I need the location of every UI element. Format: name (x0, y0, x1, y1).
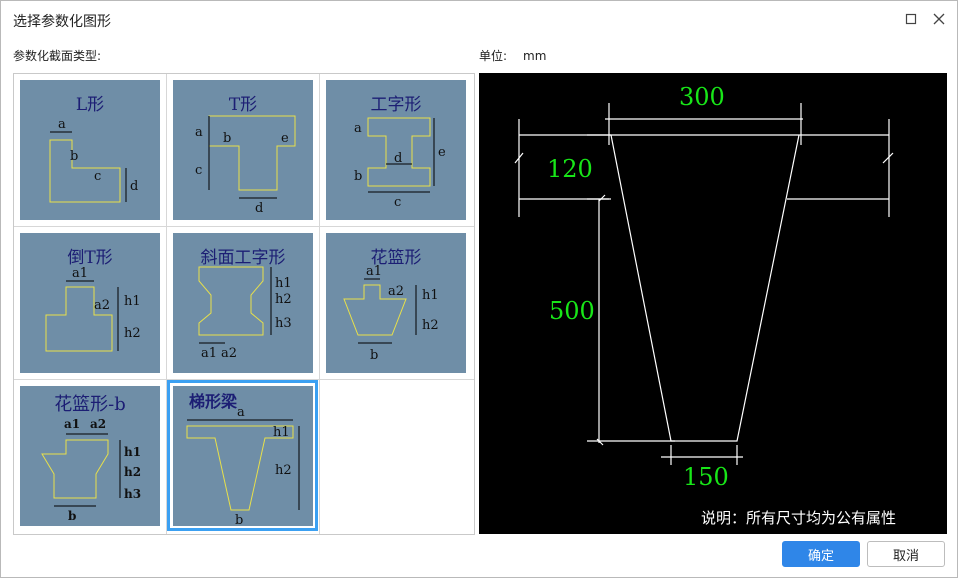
unit-label-text: 单位: (479, 49, 508, 63)
shape-flower-basket-title: 花篮形 (370, 248, 422, 268)
svg-text:a: a (58, 117, 66, 132)
shape-flower-basket-thumbnail: 花篮形 a1 a2 h1 h2 b (326, 233, 466, 373)
shape-l[interactable]: L形 a b c d (14, 74, 165, 225)
svg-text:b: b (68, 509, 76, 523)
svg-text:h3: h3 (275, 316, 292, 331)
svg-text:a1: a1 (201, 346, 217, 361)
ok-button[interactable]: 确定 (782, 541, 860, 567)
close-icon[interactable] (927, 7, 951, 31)
svg-text:e: e (438, 145, 446, 160)
svg-text:c: c (94, 169, 101, 184)
svg-text:a: a (354, 121, 362, 136)
shape-i[interactable]: 工字形 a b c d e (320, 74, 471, 225)
dim-top-width: 300 (679, 83, 725, 111)
dialog-title: 选择参数化图形 (13, 14, 111, 30)
svg-text:h2: h2 (275, 292, 292, 307)
shape-trapezoid-beam-title: 梯形梁 (188, 392, 237, 411)
svg-text:h1: h1 (275, 276, 292, 291)
shape-i-thumbnail: 工字形 a b c d e (326, 80, 466, 220)
shape-flower-basket-b[interactable]: 花篮形-b a1 a2 h1 h2 h3 b (14, 380, 165, 531)
inverted-t-drawing: a1 a2 h1 h2 (45, 266, 141, 352)
svg-text:d: d (130, 179, 138, 194)
svg-text:h2: h2 (124, 465, 141, 479)
shape-preview: 300 120 500 150 说明：所有尺寸均为公有属性 (479, 73, 947, 534)
svg-text:h1: h1 (124, 445, 141, 459)
svg-text:a2: a2 (221, 346, 237, 361)
shape-t[interactable]: T形 a b c d e (167, 74, 318, 225)
svg-text:e: e (281, 131, 289, 146)
svg-text:h1: h1 (422, 288, 439, 303)
svg-text:d: d (255, 201, 263, 216)
l-shape-drawing: a b c d (49, 117, 138, 203)
svg-text:h2: h2 (275, 463, 292, 478)
shape-grid: L形 a b c d T形 a b c d e (13, 73, 475, 535)
trapezoid-beam-drawing: a h1 h2 b (186, 405, 300, 526)
shape-flower-basket-b-thumbnail: 花篮形-b a1 a2 h1 h2 h3 b (20, 386, 160, 526)
svg-text:c: c (195, 163, 202, 178)
svg-text:h3: h3 (124, 487, 141, 501)
preview-note: 说明：所有尺寸均为公有属性 (701, 509, 897, 527)
svg-text:a1: a1 (64, 417, 80, 431)
shape-inverted-t[interactable]: 倒T形 a1 a2 h1 h2 (14, 227, 165, 378)
shape-trapezoid-beam[interactable]: 梯形梁 a h1 h2 b (167, 380, 318, 531)
shape-i-title: 工字形 (370, 95, 422, 115)
trapezoid-beam-preview-drawing (514, 103, 894, 465)
i-shape-drawing: a b c d e (354, 117, 446, 210)
section-type-label: 参数化截面类型: (13, 49, 102, 63)
svg-text:d: d (394, 151, 402, 166)
svg-text:h1: h1 (124, 294, 141, 309)
dim-flange-height: 120 (547, 155, 593, 183)
svg-text:a2: a2 (90, 417, 106, 431)
dim-bottom-width: 150 (683, 463, 729, 491)
unit-label: 单位: mm (479, 47, 546, 64)
shape-sloped-i-title: 斜面工字形 (200, 248, 286, 268)
shape-trapezoid-beam-thumbnail: 梯形梁 a h1 h2 b (173, 386, 313, 526)
svg-text:a2: a2 (94, 298, 110, 313)
shape-inverted-t-title: 倒T形 (67, 248, 113, 268)
svg-text:b: b (223, 131, 231, 146)
sloped-i-drawing: h1 h2 h3 a1 a2 (198, 266, 292, 361)
svg-text:c: c (394, 195, 401, 210)
unit-value: mm (523, 49, 547, 63)
shape-sloped-i-thumbnail: 斜面工字形 h1 h2 h3 a1 a2 (173, 233, 313, 373)
shape-sloped-i[interactable]: 斜面工字形 h1 h2 h3 a1 a2 (167, 227, 318, 378)
cancel-button[interactable]: 取消 (867, 541, 945, 567)
svg-text:a1: a1 (72, 266, 88, 281)
t-shape-drawing: a b c d e (195, 115, 296, 216)
svg-text:b: b (354, 169, 362, 184)
svg-text:a2: a2 (388, 284, 404, 299)
shape-l-thumbnail: L形 a b c d (20, 80, 160, 220)
shape-flower-basket-b-title: 花篮形-b (54, 394, 126, 415)
svg-text:h2: h2 (422, 318, 439, 333)
svg-text:h1: h1 (273, 425, 290, 440)
flower-basket-b-drawing: a1 a2 h1 h2 h3 b (41, 417, 141, 523)
svg-text:a1: a1 (366, 264, 382, 279)
shape-flower-basket[interactable]: 花篮形 a1 a2 h1 h2 b (320, 227, 471, 378)
dim-web-height: 500 (549, 297, 595, 325)
svg-text:b: b (370, 348, 378, 363)
svg-text:b: b (70, 149, 78, 164)
shape-t-title: T形 (228, 95, 258, 115)
shape-inverted-t-thumbnail: 倒T形 a1 a2 h1 h2 (20, 233, 160, 373)
svg-text:h2: h2 (124, 326, 141, 341)
maximize-icon[interactable] (899, 7, 923, 31)
svg-text:a: a (195, 125, 203, 140)
shape-t-thumbnail: T形 a b c d e (173, 80, 313, 220)
svg-text:b: b (235, 513, 243, 526)
svg-text:a: a (237, 405, 245, 420)
shape-l-title: L形 (75, 95, 105, 115)
flower-basket-drawing: a1 a2 h1 h2 b (343, 264, 439, 363)
